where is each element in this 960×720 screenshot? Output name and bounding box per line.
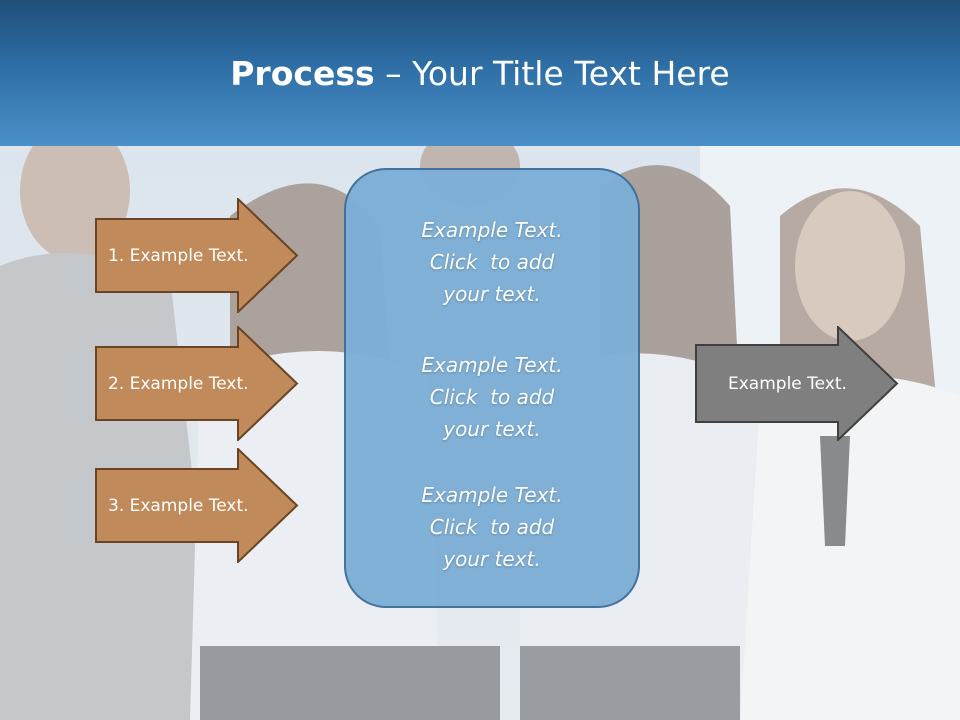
center-text-box[interactable]: Example Text. Click to add your text. Ex… <box>344 168 640 608</box>
title-bold-text: Process <box>230 54 375 93</box>
arrow-shape <box>95 448 299 563</box>
block-line: your text. <box>443 417 541 441</box>
arrow-shape <box>95 326 299 441</box>
right-arrow-label: Example Text. <box>728 373 847 394</box>
left-arrow-label: 2. Example Text. <box>108 373 249 394</box>
center-text-block-2: Example Text. Click to add your text. <box>346 349 638 445</box>
left-arrow-1[interactable]: 1. Example Text. <box>95 198 299 313</box>
left-arrow-label: 1. Example Text. <box>108 245 249 266</box>
arrow-shape <box>695 326 899 441</box>
left-arrow-2[interactable]: 2. Example Text. <box>95 326 299 441</box>
title-rest-text: – Your Title Text Here <box>374 54 730 93</box>
block-line: Example Text. <box>421 353 563 377</box>
left-arrow-label: 3. Example Text. <box>108 495 249 516</box>
block-line: Example Text. <box>421 218 563 242</box>
block-line: Example Text. <box>421 483 563 507</box>
center-text-block-1: Example Text. Click to add your text. <box>346 214 638 310</box>
right-arrow[interactable]: Example Text. <box>695 326 899 441</box>
block-line: your text. <box>443 547 541 571</box>
block-line: Click to add <box>429 385 555 409</box>
arrow-shape <box>95 198 299 313</box>
block-line: Click to add <box>429 250 555 274</box>
title-bar: Process – Your Title Text Here <box>0 0 960 146</box>
left-arrow-3[interactable]: 3. Example Text. <box>95 448 299 563</box>
block-line: Click to add <box>429 515 555 539</box>
center-text-block-3: Example Text. Click to add your text. <box>346 479 638 575</box>
slide-title[interactable]: Process – Your Title Text Here <box>0 52 960 96</box>
block-line: your text. <box>443 282 541 306</box>
